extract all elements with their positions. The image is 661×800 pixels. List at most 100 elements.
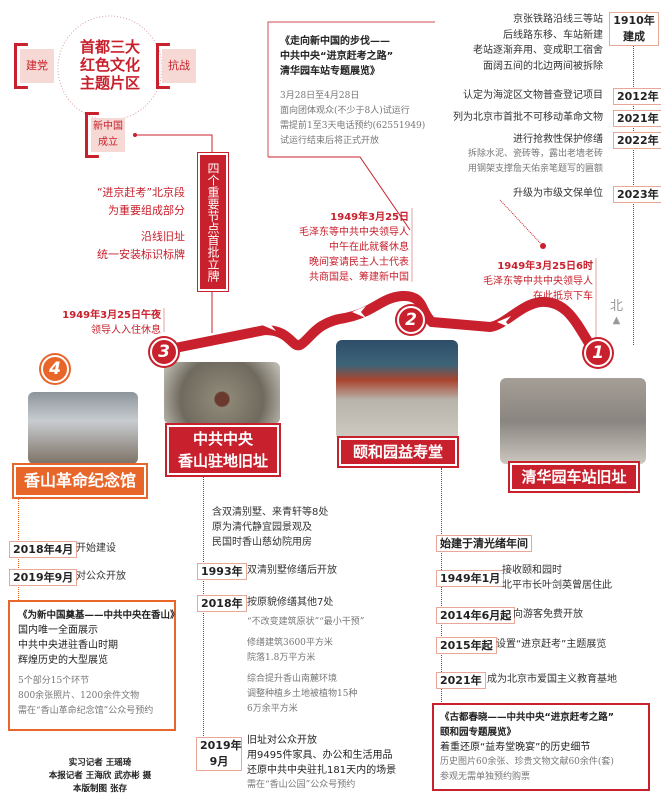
compass-label: 北 <box>610 299 624 314</box>
text: 原为清代静宜园景观及 <box>212 522 312 533</box>
hub-node-label: 建党 <box>20 49 54 83</box>
event-xiangshan: 1949年3月25日午夜 领导人入住休息 <box>62 308 161 338</box>
event-qinghua: 1949年3月25日6时 毛泽东等中共中央领导人在此抵京下车 <box>483 259 593 304</box>
exhibit-detail: 试运行结束后将正式开放 <box>280 136 380 146</box>
timeline-text: 认定为海淀区文物普查登记项目 <box>463 90 603 101</box>
text: 6万余平方米 <box>247 704 298 714</box>
left-notes: “进京赶考”北京段 为重要组成部分 沿线旧址 统一安装标识标牌 <box>97 184 185 264</box>
text: 用9495件家具、办公和生活用品 <box>247 750 393 761</box>
hub-node-war: 抗战 <box>156 43 202 89</box>
text: 《为新中国奠基——中共中央在香山》 <box>18 610 180 621</box>
hub-node-label: 抗战 <box>162 49 196 83</box>
text: 1949年3月25日午夜 <box>62 310 161 321</box>
museum-exhibit-box: 《为新中国奠基——中共中央在香山》 国内唯一全面展示 中共中央进驻香山时期 辉煌… <box>8 600 180 731</box>
hub-connector-dot <box>133 133 137 137</box>
text: 毛泽东等中共中央领导人 <box>299 227 409 238</box>
text: 实习记者 王瑶琦 <box>68 758 132 768</box>
site-label-yiheyuan: 颐和园益寿堂 <box>337 436 459 468</box>
compass: 北 ▲ <box>610 300 623 328</box>
text: 参观无需单独预约购票 <box>440 772 531 782</box>
text: 中午在此就餐休息 <box>329 242 409 253</box>
text: 1949年3月25日 <box>330 212 409 223</box>
text: 共商国是、筹建新中国 <box>309 272 409 283</box>
hub-title-line: 首都三大 <box>79 38 140 56</box>
note-line: “进京赶考”北京段 <box>96 186 185 199</box>
year-badge: 2018年 <box>197 595 247 612</box>
north-arrow-icon: ▲ <box>612 315 621 326</box>
exhibit-frame <box>267 21 435 157</box>
text: 含双清别墅、来青轩等8处 <box>212 507 329 518</box>
text: 本版制图 张存 <box>73 784 127 794</box>
text: 在此抵京下车 <box>533 291 593 302</box>
hub-node-label: 新中国成立 <box>91 118 125 152</box>
site-label-xiangshan: 中共中央香山驻地旧址 <box>165 423 281 477</box>
text: 京张铁路沿线三等站 <box>513 14 603 25</box>
text: 调整种植乡土地被植物15种 <box>247 689 358 699</box>
hub-connector <box>135 134 213 155</box>
timeline-subtext: 拆除水泥、瓷砖等，露出老墙老砖用钢架支撑詹天佑亲笔题写的匾额 <box>468 147 603 177</box>
text: 综合提升香山南麓环境 <box>247 674 338 684</box>
timeline-text: 接收颐和园时北平市长叶剑英曾居住此 <box>502 563 612 593</box>
hub-title-line: 红色文化 <box>79 56 140 74</box>
timeline-text: 升级为市级文保单位 <box>513 188 603 199</box>
timeline-text: 开始建设 <box>76 543 116 554</box>
text: 用钢架支撑詹天佑亲笔题写的匾额 <box>467 164 603 174</box>
text: 后线路东移、车站新建 <box>503 29 603 41</box>
year-badge: 2021年 <box>613 110 661 127</box>
hub-title-line: 主题片区 <box>79 74 140 92</box>
text: 面阔五间的北边两间被拆除 <box>483 60 603 72</box>
text: 中共中央进驻香山时期 <box>18 640 118 651</box>
text: 院落1.8万平方米 <box>247 653 316 663</box>
qinghua-exhibit-box: 《走向新中国的步伐—— 中共中央“进京赶考之路” 清华园车站专题展览》 3月28… <box>280 34 425 149</box>
year-badge: 1910年建成 <box>609 12 659 46</box>
qinghua-photo <box>500 378 646 464</box>
text: 老站逐渐弃用、变成职工宿舍 <box>473 45 603 56</box>
timeline-text: 设置“进京赶考”主题展览 <box>496 639 607 650</box>
exhibit-title: 《走向新中国的步伐—— <box>280 36 390 47</box>
site-number-badge: 3 <box>150 338 178 366</box>
text: 9月 <box>209 755 229 768</box>
text: 颐和园专题展览》 <box>440 727 517 738</box>
year-badge: 2012年 <box>613 88 661 105</box>
year-badge: 2021年 <box>436 672 486 689</box>
exhibit-pointer <box>268 156 411 231</box>
text: 本报记者 王海欣 武亦彬 摄 <box>48 771 152 781</box>
text: 香山驻地旧址 <box>177 452 268 470</box>
timeline-text: 成为北京市爱国主义教育基地 <box>487 674 617 685</box>
site-label-qinghua: 清华园车站旧址 <box>508 461 640 493</box>
text: 历史图片60余张、珍贵文物文献60余件(套) <box>440 757 614 767</box>
event-yiheyuan: 1949年3月25日 毛泽东等中共中央领导人中午在此就餐休息晚间宴请民主人士代表… <box>299 210 409 285</box>
text: 晚间宴请民主人士代表 <box>309 257 409 268</box>
event1-pointer <box>499 199 544 247</box>
year-badge: 2023年 <box>613 186 661 203</box>
text: 5个部分15个环节 <box>18 676 90 686</box>
text: 中共中央 <box>192 430 253 448</box>
timeline-text: 旧址对公众开放用9495件家具、办公和生活用品还原中共中央驻扎181天内的场景 … <box>247 733 396 793</box>
vertical-banner: 四个重要节点首批立牌 <box>197 152 229 292</box>
text: 拆除水泥、瓷砖等，露出老墙老砖 <box>467 149 603 159</box>
text: 北平市长叶剑英曾居住此 <box>502 580 612 591</box>
exhibit-title: 中共中央“进京赶考之路” <box>280 51 394 62</box>
text: 毛泽东等中共中央领导人 <box>483 276 593 287</box>
text: 需在“香山公园”公众号预约 <box>247 780 356 790</box>
exhibit-detail: 需提前1至3天电话预约(62551949) <box>280 121 426 131</box>
hub-node-party: 建党 <box>14 43 60 89</box>
text: 国内唯一全面展示 <box>18 625 98 636</box>
text: 辉煌历史的大型展览 <box>18 655 108 666</box>
yiheyuan-exhibit-box: 《古都春晓——中共中央“进京赶考之路” 颐和园专题展览》 着重还原“益寿堂晚宴”… <box>432 703 650 791</box>
text: “不改变建筑原状”“最小干预” <box>247 617 365 627</box>
year-badge: 2022年 <box>613 132 661 149</box>
note-line: 统一安装标识标牌 <box>97 248 185 261</box>
text: 着重还原“益寿堂晚宴”的历史细节 <box>440 742 591 753</box>
museum-photo <box>28 392 138 464</box>
site-number-badge: 4 <box>41 355 69 383</box>
year-badge: 始建于清光绪年间 <box>436 535 532 552</box>
xiangshan-intro: 含双清别墅、来青轩等8处原为清代静宜园景观及民国时香山慈幼院用房 <box>212 505 328 550</box>
hub-title: 首都三大 红色文化 主题片区 <box>70 38 150 92</box>
timeline-text: 对公众开放 <box>76 571 126 582</box>
timeline-text: 进行抢救性保护修缮 <box>513 134 603 145</box>
credits: 实习记者 王瑶琦本报记者 王海欣 武亦彬 摄本版制图 张存 <box>0 757 200 796</box>
route-road <box>170 291 595 353</box>
